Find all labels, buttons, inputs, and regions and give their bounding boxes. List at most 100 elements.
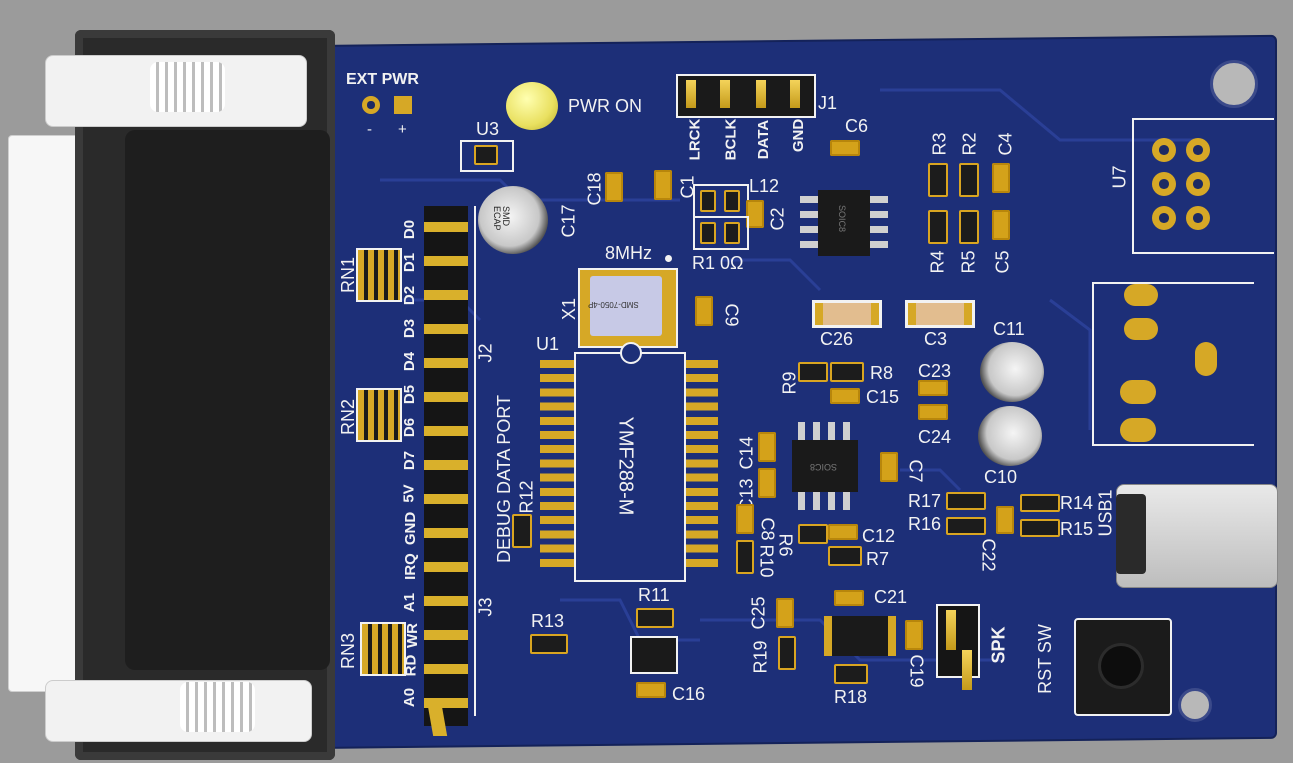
r18-resistor <box>834 664 868 684</box>
r14-resistor <box>1020 494 1060 512</box>
j1-pin-1 <box>686 80 696 108</box>
r1-pad-left <box>700 222 716 244</box>
l12-pad-left <box>700 190 716 212</box>
l12-label: L12 <box>749 176 780 196</box>
pin-label-d7: D7 <box>401 450 419 471</box>
r4-label: R4 <box>927 250 948 274</box>
rn1-label: RN1 <box>338 256 359 294</box>
c9-capacitor <box>695 296 713 326</box>
u3-chip <box>474 145 498 165</box>
rn3-label: RN3 <box>338 632 359 670</box>
c12-capacitor <box>828 524 858 540</box>
u1-notch <box>620 342 642 364</box>
ext-pwr-plus-label: + <box>398 121 407 138</box>
c16-label: C16 <box>672 684 706 704</box>
r8-resistor <box>830 362 864 382</box>
r17-label: R17 <box>908 491 942 511</box>
r14-label: R14 <box>1060 493 1094 513</box>
c18-label: C18 <box>584 172 605 206</box>
r10-resistor <box>736 540 754 574</box>
u1-label: U1 <box>536 334 560 354</box>
c22-label: C22 <box>978 538 999 572</box>
u3-footprint <box>460 140 514 172</box>
c8-capacitor <box>736 504 754 534</box>
x1-label: X1 <box>559 297 580 321</box>
c21-capacitor <box>834 590 864 606</box>
spk-header <box>936 604 980 678</box>
c26-label: C26 <box>820 329 854 349</box>
r2-label: R2 <box>959 132 980 156</box>
rst-switch-button[interactable] <box>1101 646 1141 686</box>
screw-thread-bottom <box>180 682 255 732</box>
c18-capacitor <box>605 172 623 202</box>
j1-pin-4 <box>790 80 800 108</box>
r10-label: R10 <box>756 544 777 578</box>
pin-label-d4: D4 <box>401 351 419 372</box>
c14-label: C14 <box>736 436 757 470</box>
c25-label: C25 <box>748 596 769 630</box>
u7-label: U7 <box>1109 165 1130 189</box>
c8-label: C8 <box>757 517 778 541</box>
r3-resistor <box>928 163 948 197</box>
r17-resistor <box>946 492 986 510</box>
pin-label-a1: A1 <box>401 592 419 613</box>
j1-gnd-label: GND <box>790 118 808 153</box>
u7-pin-5 <box>1152 206 1176 230</box>
u1-pins-left <box>540 360 574 572</box>
rn2-network <box>356 388 402 442</box>
u7-pin-6 <box>1186 206 1210 230</box>
u7-pin-1 <box>1152 138 1176 162</box>
c10-label: C10 <box>984 467 1018 487</box>
soic8-mid-pins-bottom <box>798 492 852 510</box>
pin-label-d0: D0 <box>401 219 419 240</box>
r1-footprint <box>693 216 749 250</box>
ext-pwr-minus-label: - <box>367 121 372 138</box>
sot-chip <box>630 636 678 674</box>
u7-footprint <box>1132 118 1274 254</box>
audio-jack-pad-1 <box>1124 284 1158 306</box>
rst-sw-label: RST SW <box>1034 624 1055 694</box>
soic8-mid-chip <box>792 440 858 492</box>
c9-label: C9 <box>721 303 742 327</box>
spk-pin-1 <box>946 610 956 650</box>
l12-pad-right <box>724 190 740 212</box>
rst-switch[interactable] <box>1074 618 1172 716</box>
spk-pin-2 <box>962 650 972 690</box>
c24-label: C24 <box>918 427 952 447</box>
c14-capacitor <box>758 432 776 462</box>
c11-capacitor <box>980 342 1044 402</box>
c3-label: C3 <box>924 329 948 349</box>
c4-label: C4 <box>995 132 1016 156</box>
r2-resistor <box>959 163 979 197</box>
x1-crystal-body <box>590 276 662 336</box>
c2-label: C2 <box>767 207 788 231</box>
u7-pin-3 <box>1152 172 1176 196</box>
c7-capacitor <box>880 452 898 482</box>
usb1-label: USB1 <box>1095 489 1116 537</box>
r8-label: R8 <box>870 363 894 383</box>
db25-connector-face <box>125 130 330 670</box>
c6-label: C6 <box>845 116 869 136</box>
pin-label-d5: D5 <box>401 384 419 405</box>
c1-capacitor <box>654 170 672 200</box>
r15-label: R15 <box>1060 519 1094 539</box>
r15-resistor <box>1020 519 1060 537</box>
soic8-top-pins-right <box>870 196 888 250</box>
u3-label: U3 <box>476 119 500 139</box>
ext-pwr-plus-pad <box>394 96 412 114</box>
c22-capacitor <box>996 506 1014 534</box>
u7-pin-4 <box>1186 172 1210 196</box>
pin-label-irq: IRQ <box>401 553 419 580</box>
r7-label: R7 <box>866 549 890 569</box>
c19-capacitor <box>905 620 923 650</box>
j1-lrck-label: LRCK <box>686 118 704 161</box>
r9-label: R9 <box>779 371 800 395</box>
audio-jack-pad-2 <box>1124 318 1158 340</box>
pwr-led <box>506 82 558 130</box>
u1-chip-name: YMF288-M <box>614 416 637 516</box>
r12-label: R12 <box>516 480 537 514</box>
r1-label: R1 0Ω <box>692 253 744 273</box>
pwr-on-label: PWR ON <box>568 96 642 116</box>
r13-resistor <box>530 634 568 654</box>
c11-label: C11 <box>993 319 1025 339</box>
